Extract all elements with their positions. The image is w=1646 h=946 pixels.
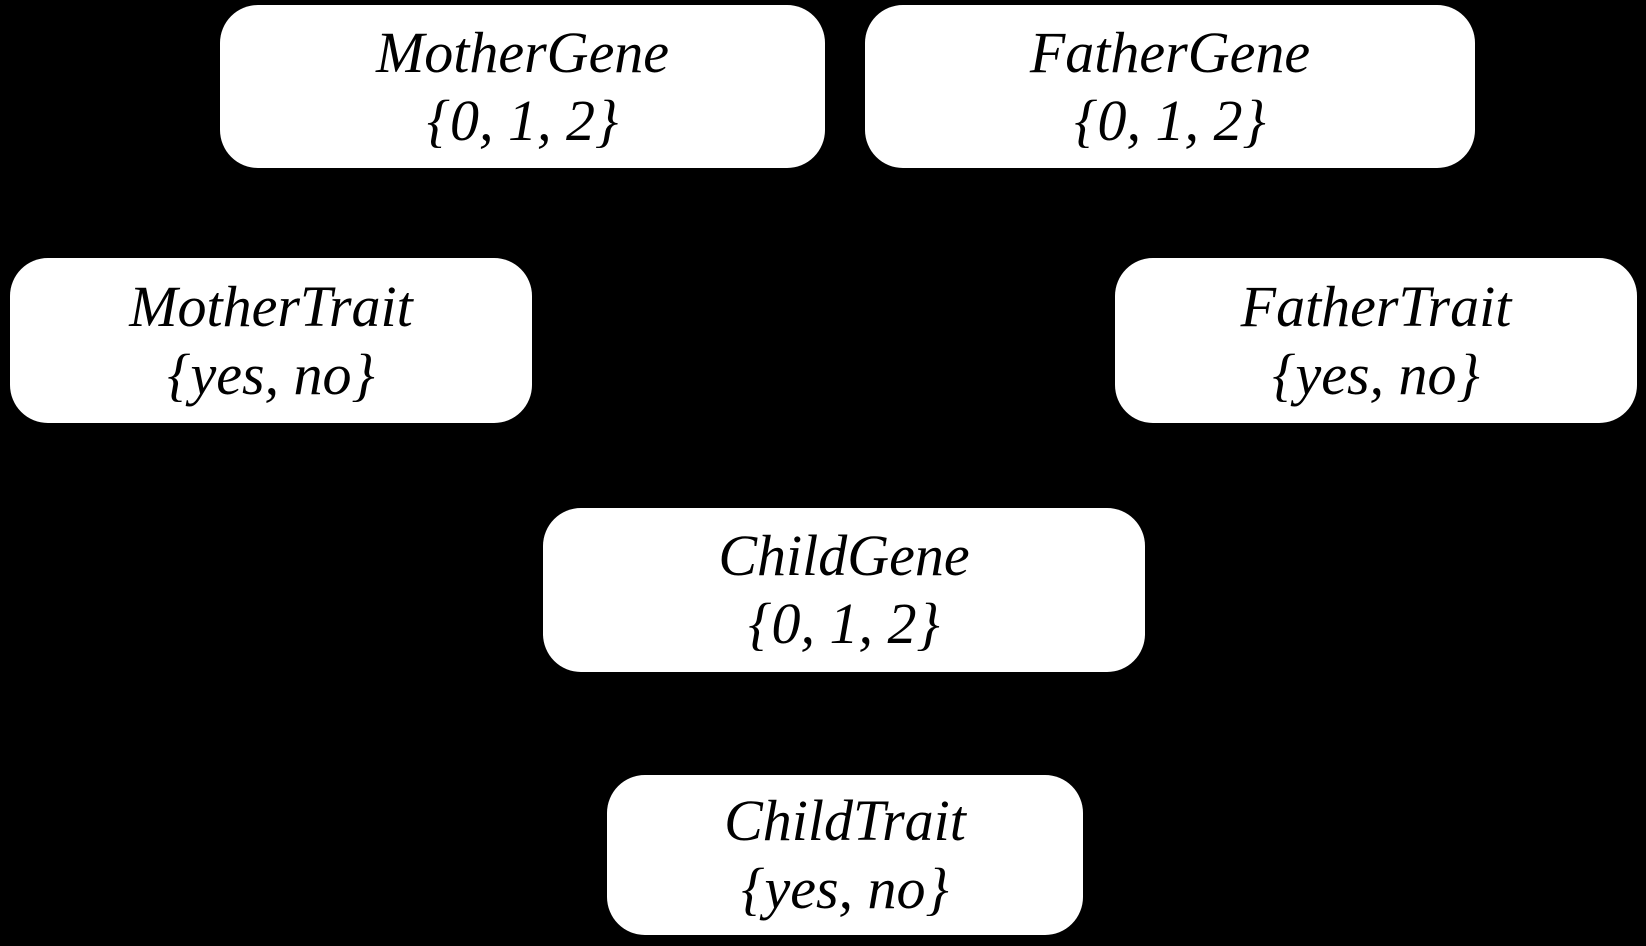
node-domain: {0, 1, 2}	[748, 591, 940, 656]
node-label: MotherTrait	[129, 273, 413, 339]
node-label: MotherGene	[375, 19, 670, 85]
node-label: FatherTrait	[1240, 273, 1512, 339]
node-label: FatherGene	[1029, 19, 1311, 85]
node-child-gene: ChildGene {0, 1, 2}	[543, 508, 1145, 672]
node-label: ChildTrait	[724, 788, 966, 853]
node-child-trait: ChildTrait {yes, no}	[607, 775, 1083, 935]
node-mother-trait: MotherTrait {yes, no}	[10, 258, 532, 423]
node-domain: {0, 1, 2}	[426, 87, 619, 153]
node-father-gene: FatherGene {0, 1, 2}	[865, 5, 1475, 168]
node-domain: {yes, no}	[1272, 341, 1480, 407]
node-label: ChildGene	[718, 523, 970, 588]
node-domain: {yes, no}	[741, 856, 949, 921]
node-domain: {0, 1, 2}	[1074, 87, 1266, 153]
node-father-trait: FatherTrait {yes, no}	[1115, 258, 1637, 423]
node-mother-gene: MotherGene {0, 1, 2}	[220, 5, 825, 168]
node-domain: {yes, no}	[167, 341, 375, 407]
